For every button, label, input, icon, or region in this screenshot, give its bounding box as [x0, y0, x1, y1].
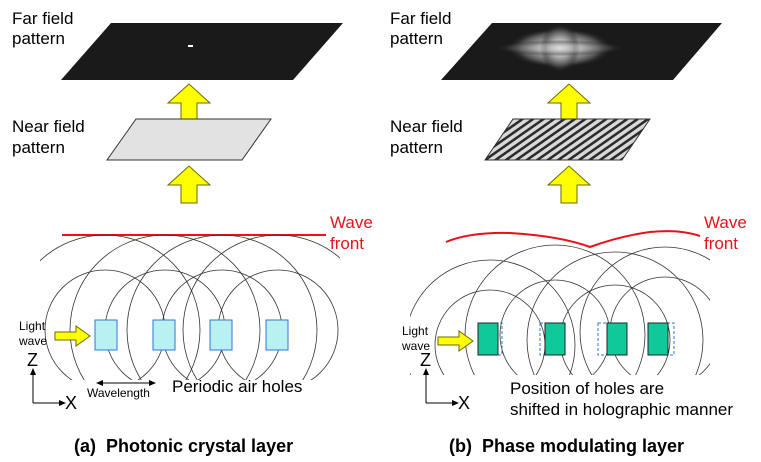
left-light-label-line1: Light — [19, 319, 46, 333]
left-hole — [265, 319, 289, 351]
left-far-field-spot — [188, 45, 193, 47]
right-holes-label-line1: Position of holes are — [510, 379, 665, 398]
right-wave-label-line2: front — [704, 234, 739, 253]
right-light-wave-arrow — [437, 330, 474, 352]
left-hole — [209, 319, 233, 351]
right-holes-label-line2: shifted in holographic manner — [510, 400, 734, 419]
right-far-field-label-line2: pattern — [390, 29, 443, 48]
right-hole — [606, 322, 628, 356]
right-axis-z-label: Z — [420, 350, 431, 370]
left-axis-z-label: Z — [27, 350, 38, 370]
left-axis-z-arrowhead — [30, 368, 36, 375]
left-caption-text: Photonic crystal layer — [106, 436, 294, 456]
left-far-field-label-line2: pattern — [12, 29, 65, 48]
right-hole — [544, 322, 566, 356]
left-wave-label-line2: front — [330, 234, 365, 253]
right-caption-text: Phase modulating layer — [482, 436, 685, 456]
right-wave-label-line1: Wave — [704, 213, 747, 232]
right-lower-arrow — [546, 165, 592, 204]
left-lower-arrow — [166, 165, 212, 204]
left-wave-label-line1: Wave — [330, 213, 373, 232]
right-light-label-line2: wave — [402, 339, 431, 353]
left-near-field-label-line2: pattern — [12, 138, 65, 157]
left-wavelength-label: Wavelength — [87, 386, 150, 400]
right-upper-arrow — [546, 83, 592, 122]
right-caption-tag: (b) — [449, 436, 472, 456]
left-axis-x-arrowhead — [59, 400, 66, 406]
right-hole — [477, 322, 499, 356]
right-axis-z-arrowhead — [423, 368, 429, 375]
left-upper-arrow — [166, 83, 212, 122]
right-caption: (b) Phase modulating layer — [449, 436, 684, 457]
left-axes — [32, 372, 62, 404]
left-hole — [94, 319, 118, 351]
left-near-field-label-line1: Near field — [12, 117, 85, 136]
right-light-label-line1: Light — [402, 324, 429, 338]
left-caption-tag: (a) — [74, 436, 96, 456]
left-near-field-plane — [106, 118, 272, 161]
left-wavelength-arrowhead-left — [96, 380, 103, 386]
left-far-field-label-line1: Far field — [12, 9, 74, 28]
left-far-field-plane — [61, 23, 343, 80]
left-panel — [30, 23, 343, 406]
right-axis-x-label: X — [458, 393, 471, 413]
right-panel — [410, 23, 722, 406]
right-near-field-label-line2: pattern — [390, 138, 443, 157]
left-holes-label: Periodic air holes — [172, 377, 303, 396]
right-wave-front — [445, 230, 701, 249]
left-light-label-line2: wave — [19, 334, 48, 348]
left-hole — [152, 319, 176, 351]
right-axes — [425, 372, 455, 404]
right-near-field-plane — [484, 118, 651, 161]
right-hole — [647, 322, 669, 356]
left-axis-x-label: X — [65, 393, 78, 413]
left-caption: (a) Photonic crystal layer — [74, 436, 293, 457]
left-wavelength-arrowhead-right — [149, 380, 156, 386]
right-near-field-label-line1: Near field — [390, 117, 463, 136]
left-light-wave-arrow — [54, 325, 91, 347]
right-far-field-speckle — [495, 24, 625, 72]
right-axis-x-arrowhead — [452, 400, 459, 406]
right-far-field-label-line1: Far field — [390, 9, 452, 28]
